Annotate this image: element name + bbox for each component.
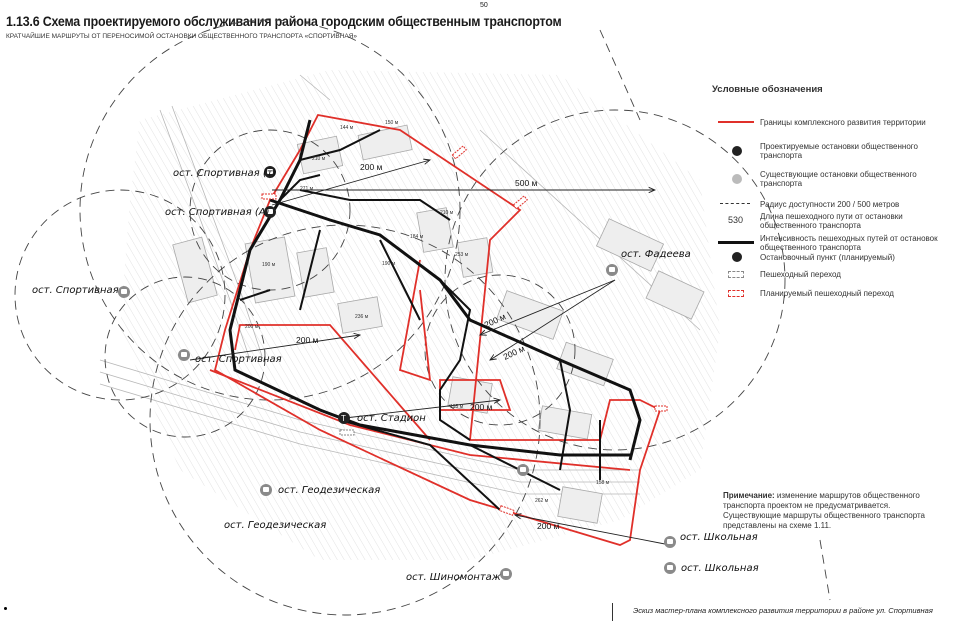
footer-caption: Эскиз мастер-плана комплексного развития… [633, 606, 933, 615]
bullet-dot [4, 607, 7, 610]
svg-text:T: T [341, 414, 346, 423]
legend-item-planned-crossing: Планируемый пешеходный переход [712, 285, 960, 301]
path-length-label: 184 м [410, 234, 424, 240]
existing-stop-icon [118, 286, 130, 298]
stop-label: ост. Спортивная (т) [173, 168, 277, 179]
legend-title: Условные обозначения [712, 84, 823, 95]
stop-label: ост. Школьная [681, 563, 759, 574]
page-number: 50 [480, 2, 488, 9]
path-length-label: 253 м [455, 252, 469, 258]
legend-item-projected-stop: Проектируемые остановки общественного тр… [712, 142, 960, 160]
stop-label: ост. Геодезическая [224, 520, 326, 531]
path-length-label: 210 м [312, 156, 326, 162]
base-map [99, 70, 720, 560]
path-length-label: 195 м [450, 404, 464, 410]
path-length-label: 190 м [382, 261, 396, 267]
distance-label: 200 м [470, 402, 493, 412]
legend-item-stop-point: Остановочный пункт (планируемый) [712, 249, 960, 265]
path-length-label: 210 м [440, 210, 454, 216]
legend-item-path-length: 530 Длина пешеходного пути от остановки … [728, 212, 903, 230]
stop-label: ост. Спортивная [195, 354, 282, 365]
note: Примечание: изменение маршрутов обществе… [723, 491, 948, 531]
distance-label: 500 м [515, 178, 538, 188]
radius-200m-c [14, 189, 226, 401]
stop-label: ост. Фадеева [621, 249, 691, 260]
stop-icons[interactable]: T [118, 166, 676, 580]
radius-500m-fadeeva [444, 109, 786, 451]
projected-stop-icon [732, 146, 742, 156]
footer-divider [612, 603, 613, 621]
existing-stop-icon [664, 536, 676, 548]
path-length-label: 158 м [596, 480, 610, 486]
path-length-label: 200 м [245, 324, 259, 330]
existing-stop-icon [500, 568, 512, 580]
projected-stop-icon [264, 166, 276, 178]
note-label: Примечание: [723, 491, 775, 500]
stop-label: ост. Геодезическая [278, 485, 380, 496]
stop-point-icon: T [338, 412, 350, 424]
path-length-label: 236 м [355, 314, 369, 320]
radius-200m-d [424, 274, 576, 426]
stop-label: ост. Спортивная [32, 285, 119, 296]
path-length-label: 271 м [300, 186, 314, 192]
distance-label: 200 м [537, 521, 560, 531]
existing-stop-icon [517, 464, 529, 476]
path-length-label: 144 м [340, 125, 354, 131]
path-length-label: 150 м [385, 120, 399, 126]
radius-200m-b [104, 276, 266, 438]
path-length-label: 190 м [262, 262, 276, 268]
existing-stop-icon [260, 484, 272, 496]
existing-stop-icon [606, 264, 618, 276]
distance-arrows [189, 160, 671, 546]
legend-item-radius: Радиус доступности 200 / 500 метров [712, 196, 960, 212]
stop-label: ост. Шиномонтаж [406, 572, 501, 583]
legend-item-existing-stop: Существующие остановки общественного тра… [712, 170, 960, 188]
distance-label: 200 м [296, 335, 319, 345]
stop-point-icon [732, 252, 742, 262]
projected-stop-icon [264, 206, 276, 218]
legend-item-boundary: Границы комплексного развития территории [712, 114, 960, 130]
existing-stop-icon [732, 174, 742, 184]
page-title: 1.13.6 Схема проектируемого обслуживания… [6, 14, 562, 29]
stop-label: ост. Спортивная (А) [165, 207, 270, 218]
page-subtitle: Кратчайшие маршруты от переносимой остан… [6, 33, 358, 40]
existing-stop-icon [178, 349, 190, 361]
crossings [261, 145, 668, 516]
legend-item-intensity: Интенсивность пешеходных путей от остано… [712, 234, 960, 252]
legend: Условные обозначения Границы комплексног… [712, 84, 962, 298]
path-length-label: 262 м [535, 498, 549, 504]
stop-label: ост. Стадион [357, 413, 426, 424]
distance-label: 200 м [360, 162, 383, 172]
stop-label: ост. Школьная [680, 532, 758, 543]
legend-item-crossing: Пешеходный переход [712, 266, 960, 282]
existing-stop-icon [664, 562, 676, 574]
note-text: изменение маршрутов общественного трансп… [723, 491, 925, 530]
